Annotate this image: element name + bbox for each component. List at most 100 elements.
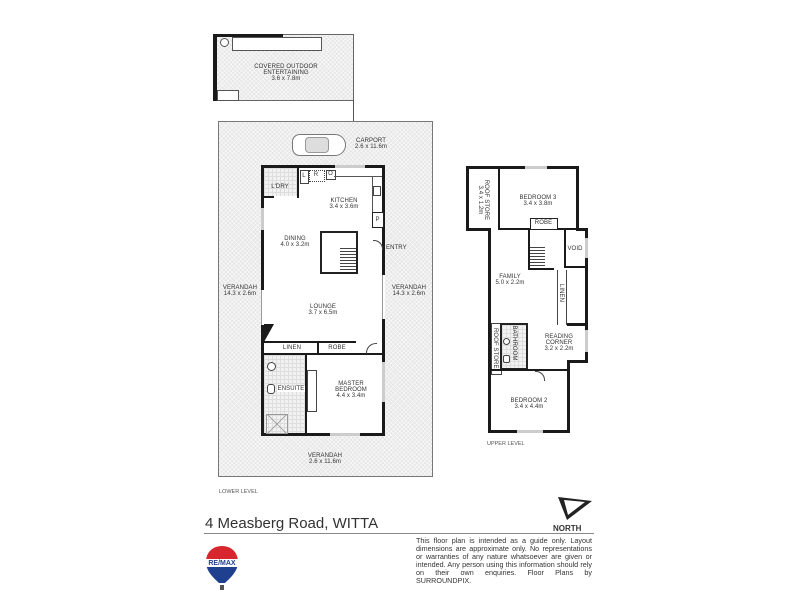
master-bedroom-label: MASTER BEDROOM 4.4 x 3.4m: [335, 381, 367, 399]
stair-wall: [528, 268, 554, 270]
outdoor-label: COVERED OUTDOOR ENTERTAINING 3.6 x 7.8m: [254, 64, 318, 82]
outdoor-wall: [213, 34, 217, 101]
basin-icon: [503, 338, 510, 345]
upper-wall: [466, 228, 490, 231]
stairs: [340, 248, 356, 272]
window: [382, 362, 385, 402]
upper-interior: [468, 168, 576, 430]
roof-store-label: ROOF STORE: [492, 328, 498, 369]
roof-store-top-label: ROOF STORE 3.4 x 1.2m: [477, 179, 489, 221]
window: [517, 430, 543, 433]
house-wall-bottom: [262, 433, 384, 436]
upper-stairs: [529, 246, 545, 268]
upper-wall: [576, 166, 579, 230]
bedroom2-label: BEDROOM 2 3.4 x 4.4m: [510, 398, 548, 410]
upper-wall: [567, 360, 588, 363]
north-compass-icon: [557, 495, 593, 526]
toilet-icon: [503, 355, 510, 363]
north-label: NORTH: [553, 524, 582, 533]
window: [525, 166, 547, 169]
outdoor-bench: [232, 37, 322, 51]
stair-wall: [528, 230, 530, 270]
verandah-right-label: VERANDAH 14.3 x 2.6m: [391, 285, 427, 297]
house-wall-top: [262, 165, 384, 168]
window: [261, 208, 264, 230]
window: [330, 433, 360, 436]
disclaimer-text: This floor plan is intended as a guide o…: [416, 536, 592, 586]
upper-wall: [567, 360, 570, 433]
family-label: FAMILY 5.0 x 2.2m: [495, 274, 525, 286]
upper-linen-label: LINEN: [558, 283, 564, 303]
lounge-label: LOUNGE 3.7 x 6.5m: [308, 304, 338, 316]
linen-robe-divider: [317, 341, 319, 355]
window: [335, 165, 365, 168]
master-door[interactable]: [366, 343, 377, 354]
shower-icon: [266, 414, 288, 434]
upper-wall: [585, 228, 588, 363]
void-wall: [564, 230, 566, 268]
linen-cupboard: [557, 270, 567, 325]
linen-label: LINEN: [282, 345, 302, 351]
upper-wall: [466, 166, 469, 230]
footer-divider: [204, 533, 594, 534]
car-roof: [305, 137, 329, 153]
robe-box: [530, 218, 558, 230]
verandah-left-label: VERANDAH 14.3 x 2.6m: [222, 285, 258, 297]
laundry-wall: [264, 196, 274, 198]
window: [261, 290, 264, 325]
svg-text:RE/MAX: RE/MAX: [208, 560, 236, 567]
reading-corner-label: READING CORNER 3.2 x 2.2m: [544, 334, 574, 352]
window: [585, 330, 588, 352]
fixture-l-label: L: [302, 173, 306, 179]
remax-balloon-logo: RE/MAX: [204, 545, 240, 598]
fixture-r: [309, 170, 325, 182]
laundry-wall: [297, 168, 299, 198]
window: [585, 238, 588, 258]
upper-wall: [466, 166, 578, 169]
void-label: VOID: [567, 246, 583, 252]
robe-label: ROBE: [328, 345, 346, 351]
laundry-floor: [264, 168, 298, 196]
void-wall: [564, 266, 586, 268]
basin-icon: [267, 362, 276, 371]
bed2-wall: [491, 369, 567, 371]
upper-level-label: UPPER LEVEL: [487, 441, 525, 447]
fixture-oven: [326, 170, 336, 180]
upper-robe-label: ROBE: [534, 220, 553, 226]
verandah-bottom-label: VERANDAH 2.6 x 11.6m: [307, 453, 343, 465]
toilet-icon: [267, 384, 275, 394]
stair-void: [320, 231, 358, 274]
upper-wall: [488, 228, 491, 432]
kitchen-bench: [334, 168, 382, 177]
bathroom-label: BATHROOM: [511, 325, 517, 361]
fixture-r-label: R: [313, 172, 319, 178]
dining-label: DINING 4.0 x 3.2m: [280, 236, 310, 248]
bathroom-floor: [500, 323, 528, 370]
ensuite-label: ENSUITE: [277, 386, 305, 392]
carport-label: CARPORT 2.6 x 11.6m: [354, 138, 387, 150]
kitchen-bench-right: [372, 176, 383, 212]
outdoor-wall: [213, 34, 283, 37]
bbq-icon: [220, 38, 229, 47]
pantry: [372, 212, 384, 228]
upper-wall: [576, 228, 588, 231]
wall-corner: [264, 324, 274, 342]
lower-level-label: LOWER LEVEL: [219, 489, 258, 495]
roof-store-wall: [498, 169, 500, 230]
property-address: 4 Measberg Road, WITTA: [205, 515, 379, 532]
linen-wall: [264, 341, 356, 343]
wardrobe: [307, 370, 317, 412]
upper-wall: [567, 323, 587, 326]
outdoor-bench-small: [217, 90, 239, 101]
kitchen-label: KITCHEN 3.4 x 3.6m: [329, 198, 359, 210]
entry-label: ENTRY: [386, 245, 407, 251]
outdoor-post-line: [353, 100, 354, 122]
laundry-label: L'DRY: [271, 184, 289, 190]
pantry-label: P: [375, 217, 380, 223]
sink-icon: [373, 186, 381, 196]
window: [382, 275, 385, 319]
linen-wall: [264, 353, 382, 355]
bedroom3-label: BEDROOM 3 3.4 x 3.8m: [519, 195, 557, 207]
fixture-oven-label: O: [328, 171, 333, 177]
fixture-l: [300, 170, 309, 184]
